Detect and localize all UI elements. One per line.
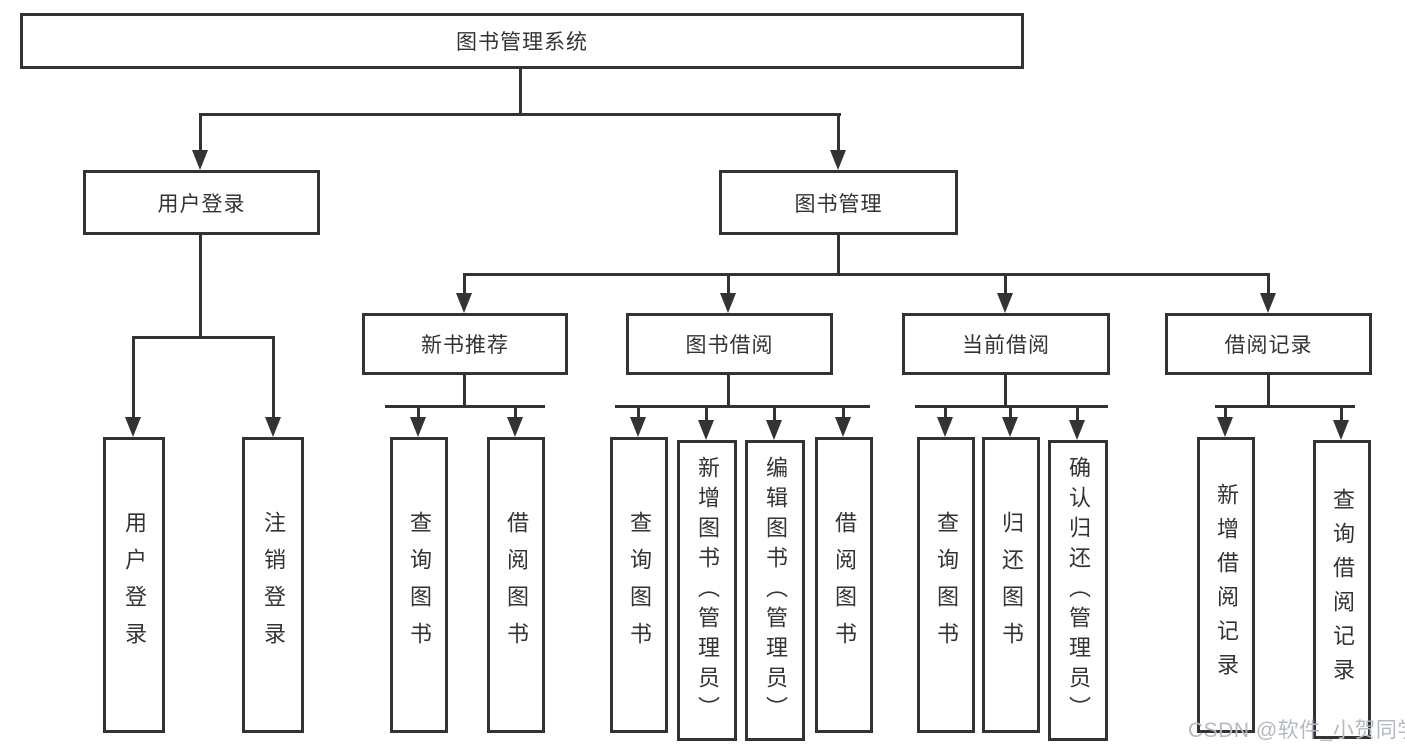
leaf-label: 新增图书（管理员） xyxy=(695,455,720,726)
csdn-watermark: CSDN @软件_小贺同学 xyxy=(1188,719,1405,742)
connector-line xyxy=(519,69,522,116)
leaf-label: 查询图书 xyxy=(934,511,959,659)
connector-line xyxy=(385,405,545,408)
node-label: 新书推荐 xyxy=(421,334,509,357)
arrowhead-down-icon xyxy=(265,417,281,437)
connector-line xyxy=(1267,273,1270,296)
connector-line xyxy=(1340,405,1343,422)
connector-line xyxy=(132,336,275,339)
arrowhead-down-icon xyxy=(1069,420,1085,440)
node-label: 图书管理系统 xyxy=(456,31,588,54)
leaf-query-books-borrowing: 查询图书 xyxy=(610,437,668,733)
connector-line xyxy=(132,336,135,420)
leaf-query-books-current: 查询图书 xyxy=(917,437,975,733)
connector-line xyxy=(417,405,420,419)
connector-line xyxy=(1004,375,1007,408)
arrowhead-down-icon xyxy=(830,150,846,170)
leaf-label: 查询借阅记录 xyxy=(1330,487,1355,692)
leaf-borrow-books-recommend: 借阅图书 xyxy=(487,437,545,733)
leaf-add-book-admin: 新增图书（管理员） xyxy=(677,440,737,741)
connector-line xyxy=(705,405,708,422)
connector-line xyxy=(727,273,730,296)
arrowhead-down-icon xyxy=(630,417,646,437)
arrowhead-down-icon xyxy=(456,293,472,313)
node-book-borrowing: 图书借阅 xyxy=(626,313,833,375)
connector-line xyxy=(199,113,202,153)
leaf-label: 确认归还（管理员） xyxy=(1066,455,1091,726)
arrowhead-down-icon xyxy=(766,420,782,440)
connector-line xyxy=(463,273,466,296)
leaf-label: 借阅图书 xyxy=(504,511,529,659)
node-library-system: 图书管理系统 xyxy=(20,13,1024,69)
connector-line xyxy=(463,273,1270,276)
connector-line xyxy=(199,113,841,116)
leaf-user-login: 用户登录 xyxy=(103,437,165,733)
connector-line xyxy=(842,405,845,419)
arrowhead-down-icon xyxy=(835,417,851,437)
leaf-label: 借阅图书 xyxy=(832,511,857,659)
connector-line xyxy=(944,405,947,419)
node-label: 图书借阅 xyxy=(685,334,774,357)
leaf-return-books: 归还图书 xyxy=(982,437,1040,733)
arrowhead-down-icon xyxy=(507,417,523,437)
node-label: 用户登录 xyxy=(157,192,246,216)
node-book-management: 图书管理 xyxy=(719,170,958,235)
connector-line xyxy=(1009,405,1012,419)
leaf-borrow-books-borrowing: 借阅图书 xyxy=(815,437,873,733)
leaf-label: 用户登录 xyxy=(122,511,147,659)
connector-line xyxy=(1004,273,1007,296)
arrowhead-down-icon xyxy=(410,417,426,437)
arrowhead-down-icon xyxy=(1260,293,1276,313)
leaf-label: 归还图书 xyxy=(999,511,1024,659)
node-label: 图书管理 xyxy=(794,192,883,216)
leaf-label: 查询图书 xyxy=(627,511,652,659)
connector-line xyxy=(837,235,840,276)
connector-line xyxy=(514,405,517,419)
connector-line xyxy=(1215,405,1355,408)
connector-line xyxy=(637,405,640,419)
connector-line xyxy=(773,405,776,422)
connector-line xyxy=(615,405,870,408)
leaf-query-borrow-record: 查询借阅记录 xyxy=(1313,440,1371,739)
arrowhead-down-icon xyxy=(720,293,736,313)
connector-line xyxy=(1076,405,1079,422)
arrowhead-down-icon xyxy=(1002,417,1018,437)
leaf-edit-book-admin: 编辑图书（管理员） xyxy=(745,440,805,741)
leaf-confirm-return-admin: 确认归还（管理员） xyxy=(1048,440,1108,741)
connector-line xyxy=(463,375,466,408)
connector-line xyxy=(837,113,840,153)
node-borrow-records: 借阅记录 xyxy=(1165,313,1372,375)
arrowhead-down-icon xyxy=(1217,417,1233,437)
arrowhead-down-icon xyxy=(192,150,208,170)
leaf-query-books-recommend: 查询图书 xyxy=(390,437,448,733)
arrowhead-down-icon xyxy=(125,417,141,437)
node-user-login: 用户登录 xyxy=(83,170,320,235)
leaf-add-borrow-record: 新增借阅记录 xyxy=(1197,437,1255,733)
leaf-logout: 注销登录 xyxy=(242,437,304,733)
connector-line xyxy=(1224,405,1227,419)
arrowhead-down-icon xyxy=(1333,420,1349,440)
leaf-label: 编辑图书（管理员） xyxy=(763,455,788,726)
node-label: 借阅记录 xyxy=(1224,334,1313,357)
leaf-label: 新增借阅记录 xyxy=(1214,483,1239,687)
connector-line xyxy=(199,235,202,339)
connector-line xyxy=(272,336,275,420)
leaf-label: 注销登录 xyxy=(261,511,286,659)
connector-line xyxy=(1267,375,1270,408)
node-new-book-recommend: 新书推荐 xyxy=(362,313,568,375)
connector-line xyxy=(727,375,730,408)
arrowhead-down-icon xyxy=(698,420,714,440)
leaf-label: 查询图书 xyxy=(407,511,432,659)
node-current-borrowing: 当前借阅 xyxy=(902,313,1110,375)
arrowhead-down-icon xyxy=(997,293,1013,313)
node-label: 当前借阅 xyxy=(962,334,1050,357)
arrowhead-down-icon xyxy=(937,417,953,437)
